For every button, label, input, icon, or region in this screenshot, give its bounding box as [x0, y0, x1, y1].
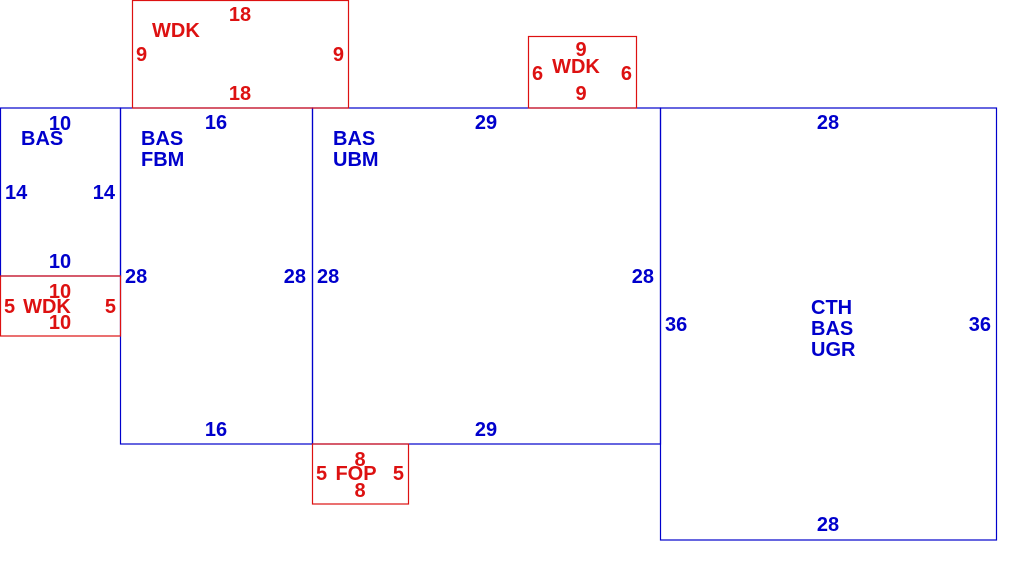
wdk-left-left-dimension: 5: [4, 296, 15, 318]
wdk-top-left-label: WDK: [152, 20, 200, 42]
bas-ubm-label-line-1: BAS: [333, 128, 375, 150]
cth-bas-ugr-top-dimension: 28: [817, 112, 839, 134]
fop-left-dimension: 5: [316, 463, 327, 485]
wdk-top-left-left-dimension: 9: [136, 44, 147, 66]
wdk-left-label: WDK: [23, 296, 71, 318]
bas-ubm-right-dimension: 28: [632, 266, 654, 288]
bas-ubm-label-line-2: UBM: [333, 149, 379, 171]
cth-bas-ugr-label-line-3: UGR: [811, 339, 856, 361]
wdk-top-left-bottom-dimension: 18: [229, 83, 251, 105]
fop-right-dimension: 5: [393, 463, 404, 485]
cth-bas-ugr-label-line-1: CTH: [811, 297, 852, 319]
wdk-left-outline: [0, 275, 122, 337]
bas-ubm-top-dimension: 29: [475, 112, 497, 134]
bas-fbm-label-line-1: BAS: [141, 128, 183, 150]
cth-bas-ugr-label-line-2: BAS: [811, 318, 853, 340]
wdk-top-mid-outline: [527, 35, 638, 109]
wdk-top-mid-left-dimension: 6: [532, 63, 543, 85]
bas-ubm-left-dimension: 28: [317, 266, 339, 288]
bas-fbm-label-line-2: FBM: [141, 149, 184, 171]
bas-ubm-bottom-dimension: 29: [475, 419, 497, 441]
bas-fbm-bottom-dimension: 16: [205, 419, 227, 441]
bas-fbm-right-dimension: 28: [284, 266, 306, 288]
wdk-top-left-right-dimension: 9: [333, 44, 344, 66]
wdk-top-left-outline: [131, 0, 350, 109]
cth-bas-ugr-bottom-dimension: 28: [817, 514, 839, 536]
bas-fbm-top-dimension: 16: [205, 112, 227, 134]
fop-top-dimension: 8: [354, 449, 365, 471]
cth-bas-ugr-right-dimension: 36: [969, 314, 991, 336]
fop-outline: [311, 443, 410, 505]
wdk-top-mid-bottom-dimension: 9: [575, 83, 586, 105]
bas-left-right-dimension: 14: [93, 182, 116, 204]
bas-fbm-left-dimension: 28: [125, 266, 147, 288]
bas-left-top-dimension: 10: [49, 113, 71, 135]
bas-left-bottom-dimension: 10: [49, 251, 71, 273]
wdk-top-mid-label: WDK: [552, 56, 600, 78]
wdk-top-left-top-dimension: 18: [229, 4, 251, 26]
wdk-top-mid-top-dimension: 9: [575, 39, 586, 61]
bas-left-left-dimension: 14: [5, 182, 28, 204]
wdk-left-top-dimension: 10: [49, 281, 71, 303]
wdk-top-mid-right-dimension: 6: [621, 63, 632, 85]
cth-bas-ugr-left-dimension: 36: [665, 314, 687, 336]
bas-left-label: BAS: [21, 128, 63, 150]
fop-bottom-dimension: 8: [354, 480, 365, 502]
cth-bas-ugr-outline: [659, 107, 998, 541]
fop-label: FOP: [335, 463, 376, 485]
wdk-left-bottom-dimension: 10: [49, 312, 71, 334]
wdk-left-right-dimension: 5: [105, 296, 116, 318]
